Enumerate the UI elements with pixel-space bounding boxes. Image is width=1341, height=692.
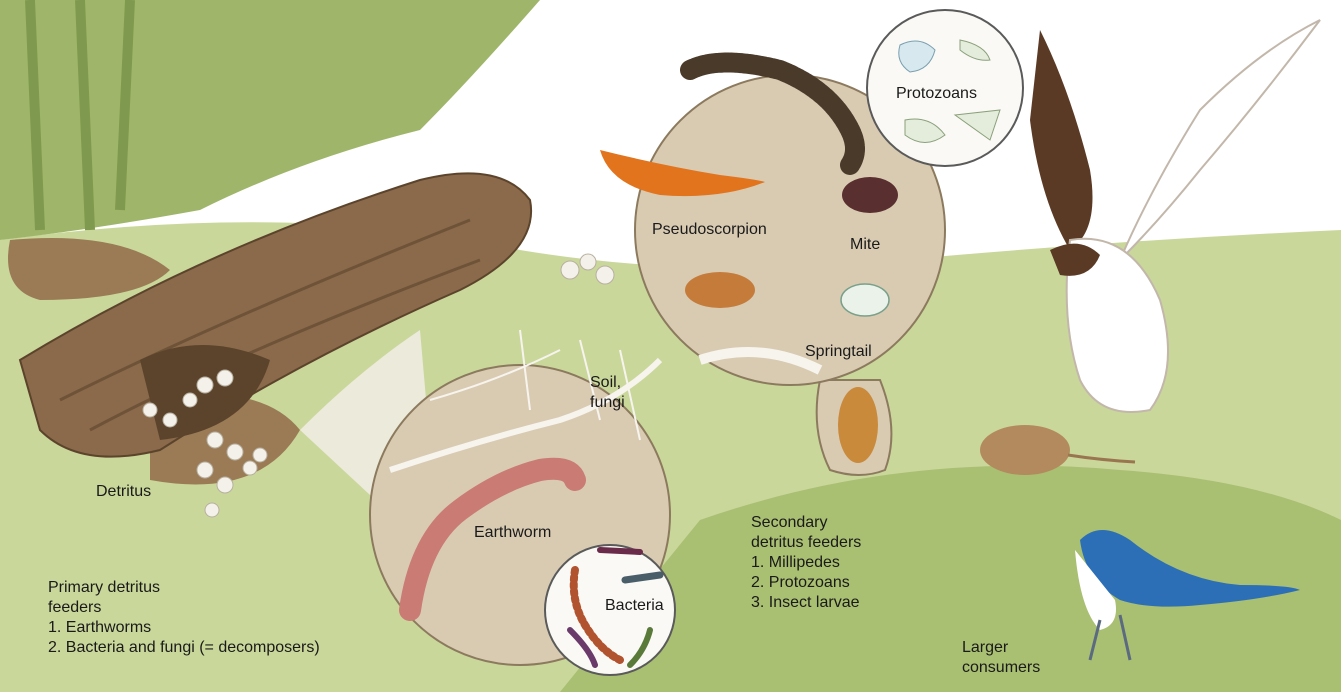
label-soil-fungi: Soil, fungi xyxy=(590,373,625,413)
primary-item: 2. Bacteria and fungi (= decomposers) xyxy=(48,638,320,658)
label-detritus: Detritus xyxy=(96,482,151,502)
label-larger-consumers: Larger consumers xyxy=(962,638,1040,678)
label-springtail: Springtail xyxy=(805,342,872,362)
springtail-body xyxy=(841,284,889,316)
label-pseudoscorpion: Pseudoscorpion xyxy=(652,220,767,240)
label-mite: Mite xyxy=(850,235,880,255)
secondary-heading: Secondary detritus feeders xyxy=(751,513,861,553)
mite-body xyxy=(842,177,898,213)
secondary-detritus-feeders-list: Secondary detritus feeders 1. Millipedes… xyxy=(751,513,861,613)
primary-heading: Primary detritus feeders xyxy=(48,578,320,618)
primary-detritus-feeders-list: Primary detritus feeders 1. Earthworms 2… xyxy=(48,578,320,658)
primary-item: 1. Earthworms xyxy=(48,618,320,638)
label-earthworm: Earthworm xyxy=(474,523,551,543)
secondary-item: 1. Millipedes xyxy=(751,553,861,573)
label-bacteria: Bacteria xyxy=(605,596,664,616)
label-protozoans: Protozoans xyxy=(896,84,977,104)
insect-larva-body xyxy=(838,387,878,463)
secondary-item: 2. Protozoans xyxy=(751,573,861,593)
secondary-item: 3. Insect larvae xyxy=(751,593,861,613)
pseudoscorpion-body xyxy=(685,272,755,308)
